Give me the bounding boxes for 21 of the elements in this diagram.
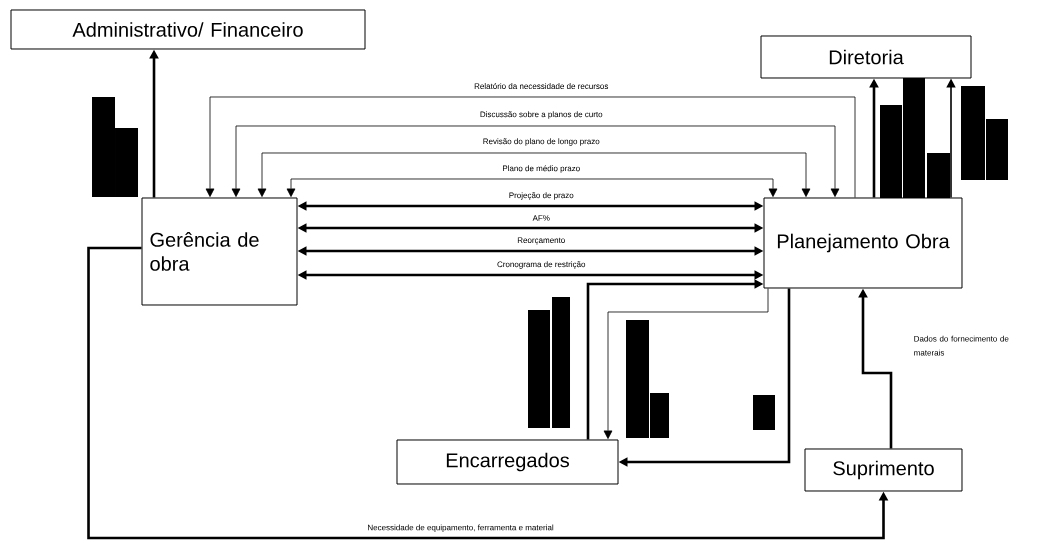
edge-label: Relatório da necessidade de recursos — [473, 82, 610, 90]
box: Encarregados — [396, 439, 619, 485]
box: Planejamento Obra — [763, 197, 963, 289]
edge-label: Revisão do plano de longo prazo — [481, 137, 601, 147]
arrow — [286, 178, 778, 197]
edge-label: Cronograma de restrição — [496, 260, 587, 270]
box: Administrativo/ Financeiro — [10, 9, 366, 50]
box: Suprimento — [804, 448, 963, 492]
edge-label: Dados do fornecimento de materais — [914, 335, 1009, 356]
edge-label: AF% — [531, 214, 551, 222]
box: Diretoria — [760, 35, 972, 79]
edge-label: Discussão sobre a planos de curto — [478, 110, 604, 120]
arrow — [603, 288, 769, 439]
arrow — [205, 96, 856, 198]
arrow — [231, 125, 840, 197]
arrow — [257, 152, 811, 197]
edge-label: Projeção de prazo — [507, 191, 575, 201]
edge-label: Reorçamento — [516, 236, 567, 246]
edge-label: Necessidade de equipamento, ferramenta e material — [366, 523, 555, 533]
edge-label: Plano de médio prazo — [501, 164, 582, 174]
box: Gerência de obra — [141, 197, 298, 306]
